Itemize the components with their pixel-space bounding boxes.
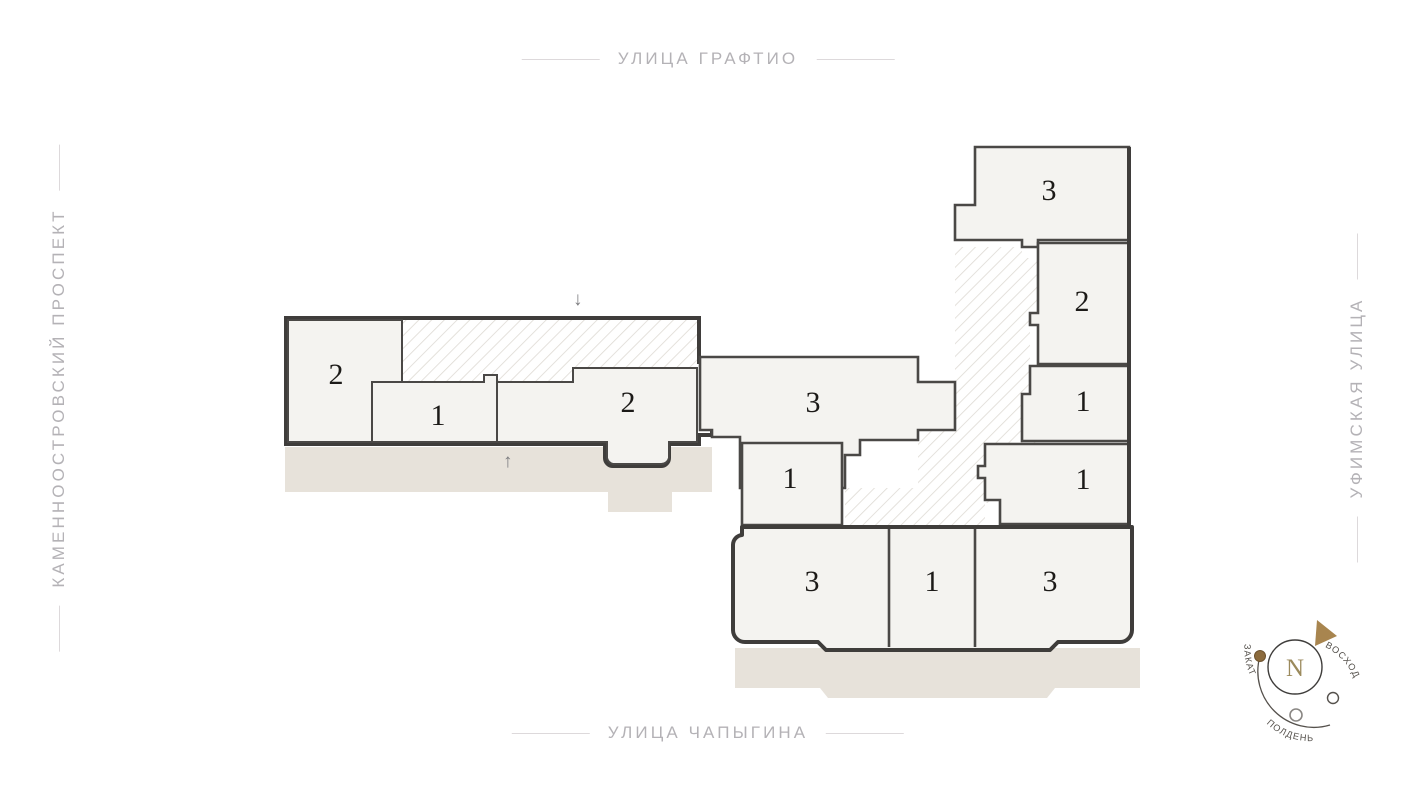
street-name-chapygina: УЛИЦА ЧАПЫГИНА bbox=[607, 723, 809, 742]
building-central-block bbox=[698, 355, 957, 527]
rule-right bbox=[816, 58, 895, 60]
street-label-left: КАМЕННООСТРОВСКИЙ ПРОСПЕКТ bbox=[49, 144, 69, 652]
section-label: 1 bbox=[783, 462, 798, 495]
entry-arrow-up-icon: ↑ bbox=[503, 451, 513, 472]
compass-rose: N ЗАКАТ ПОЛДЕНЬ ВОСХОД bbox=[1242, 620, 1362, 743]
sun-path-arc bbox=[1257, 655, 1331, 729]
sunset-marker-icon bbox=[1254, 650, 1266, 662]
compass-label-sunrise: ВОСХОД bbox=[1324, 640, 1362, 680]
south-block-outline[interactable] bbox=[730, 525, 1134, 652]
section-label: 1 bbox=[431, 399, 446, 432]
west-block-rooms bbox=[287, 319, 698, 465]
building-south-block bbox=[730, 525, 1134, 652]
rule-left bbox=[1356, 516, 1358, 563]
hatch-west-corridor bbox=[402, 320, 697, 382]
street-label-right: УФИМСКАЯ УЛИЦА bbox=[1347, 233, 1367, 563]
rule-right bbox=[58, 144, 60, 191]
west-block-outline[interactable] bbox=[284, 316, 714, 468]
building-north-east-block bbox=[953, 145, 1131, 527]
section-label: 1 bbox=[925, 565, 940, 598]
entry-arrow-down-icon: ↓ bbox=[573, 289, 583, 310]
section-label: 3 bbox=[806, 386, 821, 419]
street-name-ufimskaya: УФИМСКАЯ УЛИЦА bbox=[1347, 297, 1366, 499]
section-label: 3 bbox=[1043, 565, 1058, 598]
compass-north-pointer-icon bbox=[1315, 620, 1337, 646]
section-label: 1 bbox=[1076, 463, 1091, 496]
section-label: 2 bbox=[621, 386, 636, 419]
rule-left bbox=[511, 732, 590, 734]
rule-right bbox=[1356, 233, 1358, 280]
section-label: 2 bbox=[329, 358, 344, 391]
compass-label-sunset: ЗАКАТ bbox=[1242, 644, 1258, 678]
section-label: 3 bbox=[1042, 174, 1057, 207]
section-label: 3 bbox=[805, 565, 820, 598]
sunrise-marker-icon bbox=[1326, 691, 1340, 705]
street-label-top: УЛИЦА ГРАФТИО bbox=[521, 49, 895, 69]
rule-left bbox=[58, 605, 60, 652]
street-label-bottom: УЛИЦА ЧАПЫГИНА bbox=[511, 723, 905, 743]
west-room-2-right[interactable] bbox=[496, 367, 698, 465]
section-label: 2 bbox=[1075, 285, 1090, 318]
building-west-block[interactable] bbox=[284, 316, 714, 468]
west-room-1[interactable] bbox=[371, 374, 498, 443]
shadow-south-block bbox=[735, 648, 1140, 698]
noon-marker-icon bbox=[1289, 708, 1303, 722]
street-name-graftio: УЛИЦА ГРАФТИО bbox=[617, 49, 799, 68]
section-label: 1 bbox=[1076, 385, 1091, 418]
compass-center-circle bbox=[1267, 639, 1323, 695]
street-name-kamennoostrovsky: КАМЕННООСТРОВСКИЙ ПРОСПЕКТ bbox=[49, 208, 68, 588]
compass-north-letter: N bbox=[1286, 655, 1304, 682]
rule-right bbox=[826, 732, 905, 734]
ne-room-1-lower[interactable] bbox=[976, 442, 1131, 526]
section-labels: 2 1 2 3 1 3 2 1 1 3 1 3 bbox=[329, 174, 1091, 598]
rule-left bbox=[521, 58, 600, 60]
